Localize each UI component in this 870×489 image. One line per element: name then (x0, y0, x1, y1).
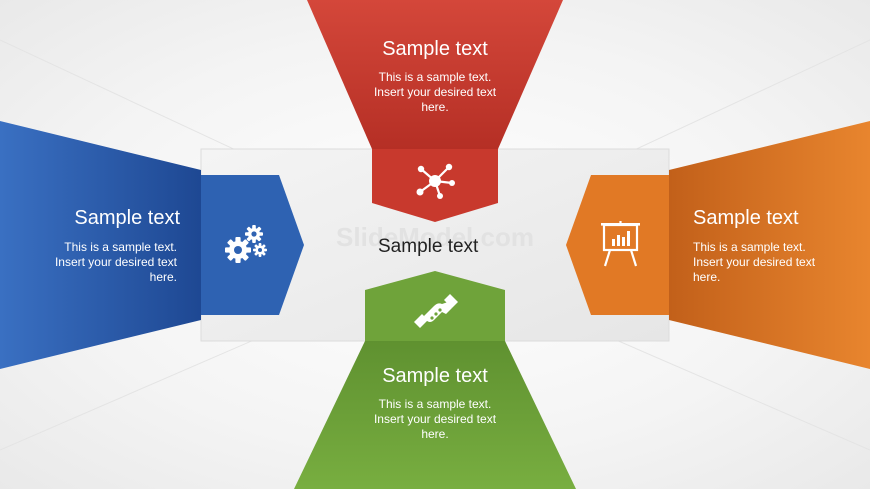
right-body-line: This is a sample text. (693, 240, 806, 254)
gears-icon (225, 225, 267, 263)
watermark-text: SlideModel.com (336, 222, 534, 252)
top-body-line: Insert your desired text (373, 85, 497, 99)
top-body: This is a sample text. Insert your desir… (355, 70, 515, 115)
left-body: This is a sample text. Insert your desir… (22, 240, 177, 285)
bottom-wing (294, 341, 576, 489)
left-wing (0, 121, 201, 369)
left-title: Sample text (74, 207, 180, 229)
presentation-board-icon (601, 221, 640, 267)
left-body-line: here. (149, 270, 177, 284)
bottom-body-line: here. (421, 427, 449, 441)
right-body-line: Insert your desired text (693, 255, 816, 269)
right-title: Sample text (693, 207, 799, 229)
left-body-line: This is a sample text. (64, 240, 177, 254)
left-body-line: Insert your desired text (54, 255, 177, 269)
top-body-line: This is a sample text. (378, 70, 492, 84)
right-body-line: here. (693, 270, 721, 284)
center-title: Sample text (378, 236, 479, 257)
bottom-title: Sample text (382, 365, 488, 387)
right-wing (669, 121, 870, 369)
top-body-line: here. (421, 100, 449, 114)
bottom-body-line: Insert your desired text (373, 412, 497, 426)
network-icon (416, 163, 455, 199)
right-body: This is a sample text. Insert your desir… (693, 240, 853, 285)
top-wing (307, 0, 563, 149)
bottom-body-line: This is a sample text. (378, 397, 492, 411)
top-title: Sample text (382, 38, 488, 60)
left-arrow-tab (201, 175, 304, 315)
bottom-body: This is a sample text. Insert your desir… (355, 397, 515, 442)
handshake-icon (414, 294, 458, 328)
